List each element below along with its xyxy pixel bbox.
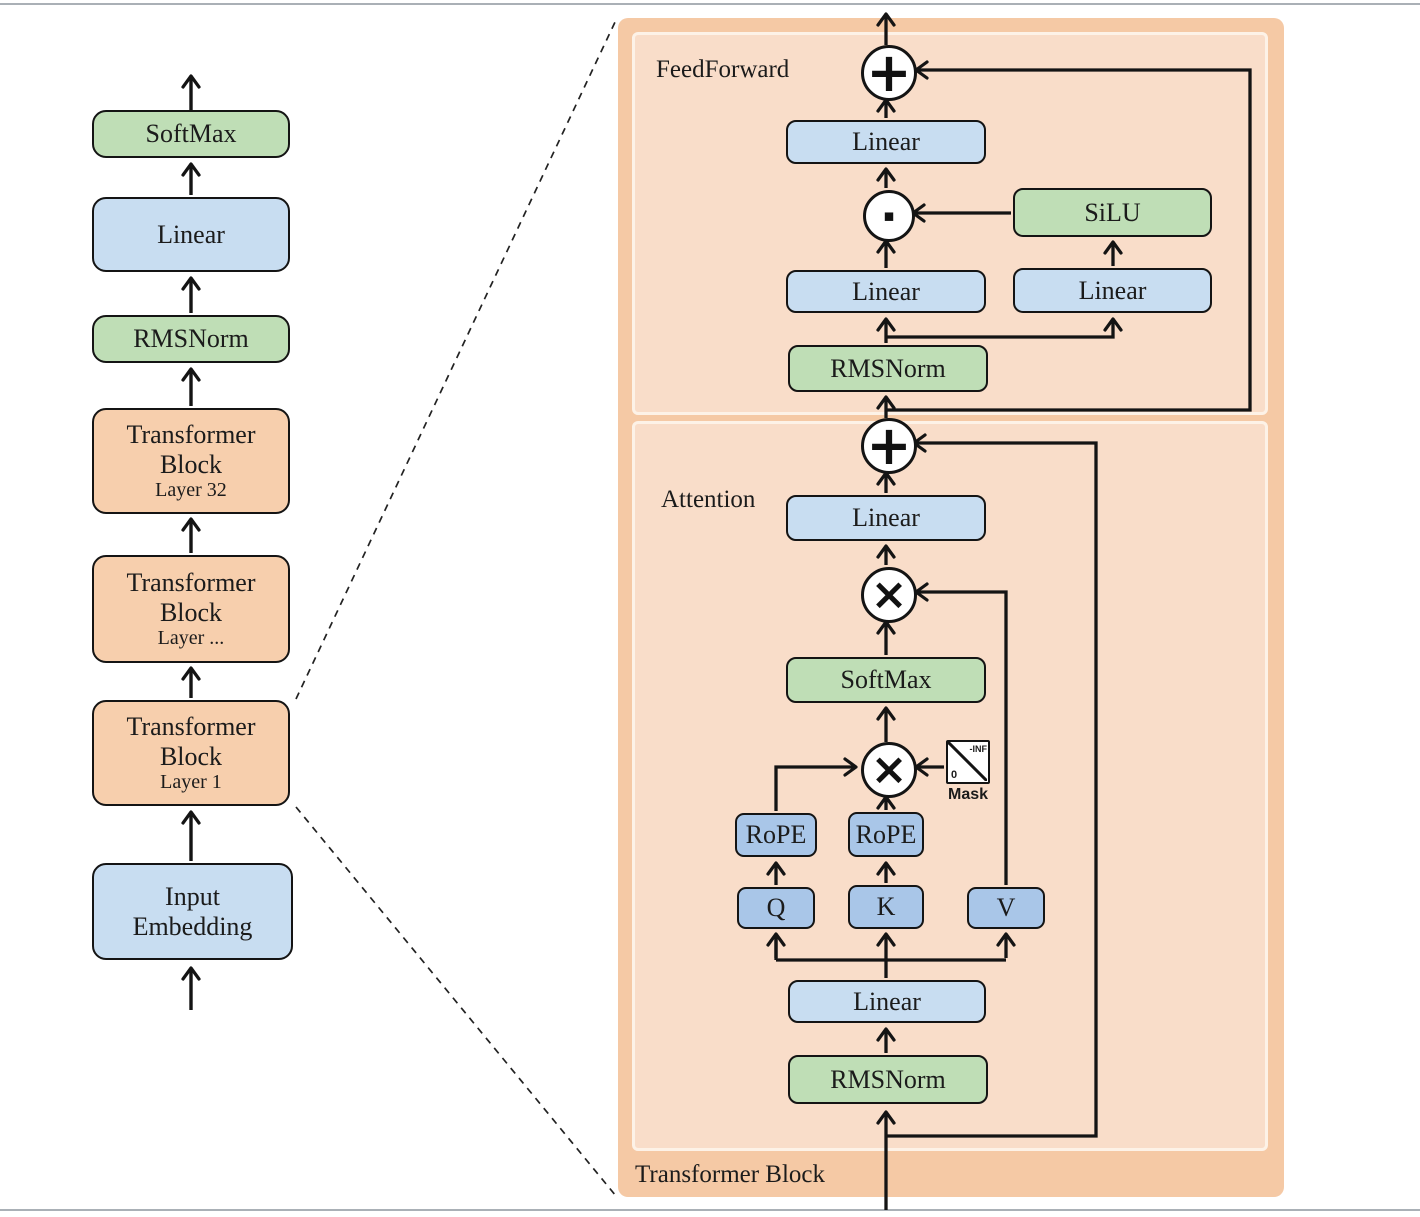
rope-q-label: RoPE — [745, 820, 807, 850]
left-transformer-block-32: Transformer Block Layer 32 — [92, 408, 290, 514]
ff-gate-linear-block: Linear — [786, 270, 986, 313]
elementwise-product-op-icon: ▪ — [863, 190, 915, 242]
k-block: K — [848, 885, 924, 929]
zoom-connector-lines — [295, 19, 617, 1197]
multiply-glyph: × — [870, 569, 908, 620]
left-transformer-block-1: Transformer Block Layer 1 — [92, 700, 290, 806]
attention-section-label: Attention — [661, 486, 756, 513]
silu-label: SiLU — [1084, 197, 1141, 227]
attention-rmsnorm-label: RMSNorm — [830, 1064, 946, 1094]
ff-gate-linear-label: Linear — [852, 276, 920, 306]
tb32-line1: Transformer — [126, 419, 256, 449]
tb1-line2: Block — [159, 741, 223, 771]
top-frame-line — [0, 3, 1420, 5]
tbmid-layer: Layer ... — [157, 627, 225, 650]
attention-in-linear-block: Linear — [788, 980, 986, 1023]
rope-q-block: RoPE — [735, 813, 817, 857]
multiply-glyph: × — [870, 744, 908, 795]
left-rmsnorm-label: RMSNorm — [133, 324, 249, 354]
tb1-layer: Layer 1 — [160, 771, 222, 794]
left-linear-label: Linear — [157, 219, 225, 249]
add-glyph: + — [866, 41, 912, 104]
bottom-frame-line — [0, 1209, 1420, 1211]
tb32-line2: Block — [159, 449, 223, 479]
zoom-connector-top — [295, 19, 617, 700]
causal-mask-icon: -INF 0 — [946, 740, 990, 784]
add-glyph: + — [866, 414, 912, 477]
left-linear-block: Linear — [92, 197, 290, 272]
transformer-block-panel-label: Transformer Block — [635, 1161, 826, 1188]
left-transformer-block-mid: Transformer Block Layer ... — [92, 555, 290, 663]
feedforward-section-label: FeedForward — [656, 56, 790, 83]
left-softmax-label: SoftMax — [145, 119, 237, 149]
zoom-connector-bottom — [295, 806, 617, 1197]
attention-out-linear-block: Linear — [786, 495, 986, 541]
attention-softmax-block: SoftMax — [786, 657, 986, 703]
input-embedding-line1: Input — [165, 881, 220, 911]
mask-label: Mask — [947, 786, 989, 803]
rope-k-block: RoPE — [848, 812, 924, 857]
tbmid-line1: Transformer — [126, 567, 256, 597]
matmul-v-op-icon: × — [861, 567, 917, 623]
mask-upper-value: -INF — [969, 744, 988, 754]
left-rmsnorm-block: RMSNorm — [92, 315, 290, 363]
ff-rmsnorm-label: RMSNorm — [830, 353, 946, 383]
q-block: Q — [737, 887, 815, 929]
left-input-embedding-block: Input Embedding — [92, 863, 293, 960]
mask-lower-value: 0 — [951, 769, 958, 781]
v-block: V — [967, 887, 1045, 929]
attention-out-linear-label: Linear — [852, 503, 920, 533]
attention-softmax-label: SoftMax — [840, 665, 932, 695]
feedforward-add-op-icon: + — [861, 45, 917, 101]
ff-out-linear-label: Linear — [852, 127, 920, 157]
attention-in-linear-label: Linear — [853, 986, 921, 1016]
k-label: K — [876, 892, 896, 922]
ff-out-linear-block: Linear — [786, 120, 986, 164]
matmul-qk-op-icon: × — [861, 742, 917, 798]
q-label: Q — [766, 893, 786, 923]
tb32-layer: Layer 32 — [155, 479, 227, 502]
ff-up-linear-block: Linear — [1013, 268, 1212, 313]
left-softmax-block: SoftMax — [92, 110, 290, 158]
rope-k-label: RoPE — [855, 819, 917, 849]
tb1-line1: Transformer — [126, 711, 256, 741]
ff-up-linear-label: Linear — [1078, 275, 1147, 305]
ff-rmsnorm-block: RMSNorm — [788, 345, 988, 392]
attention-rmsnorm-block: RMSNorm — [788, 1055, 988, 1104]
dot-glyph: ▪ — [883, 205, 895, 226]
v-label: V — [996, 893, 1016, 923]
input-embedding-line2: Embedding — [132, 911, 253, 941]
silu-block: SiLU — [1013, 188, 1212, 237]
attention-add-op-icon: + — [861, 418, 917, 474]
tbmid-line2: Block — [159, 597, 223, 627]
